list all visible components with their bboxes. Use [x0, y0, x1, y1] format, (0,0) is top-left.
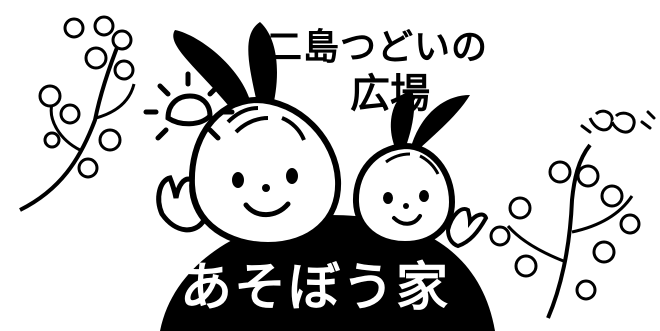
- big-character-eye-right: [286, 168, 298, 184]
- big-character-leaf-left: [173, 30, 252, 110]
- big-character-head: [188, 96, 342, 249]
- small-onion-character: [352, 90, 489, 249]
- flower-branch: [489, 143, 641, 319]
- small-character-eye-right: [419, 190, 429, 202]
- big-onion-character: [156, 22, 342, 249]
- sun-icon: [143, 71, 235, 141]
- big-character-mouth: [243, 201, 291, 218]
- small-character-eye-left: [383, 192, 393, 204]
- cherry-blossom-branch: [19, 15, 136, 212]
- big-character-hand: [156, 175, 208, 233]
- small-character-hand: [445, 207, 489, 249]
- small-character-leaf-right: [410, 95, 470, 154]
- title-line-2: 広場: [350, 71, 430, 117]
- big-character-eye-left: [232, 172, 244, 188]
- bottom-ruby-text: や: [394, 242, 412, 263]
- big-character-leaf-right: [248, 22, 277, 110]
- small-character-head: [352, 142, 456, 248]
- title-line-1: 二島つどいの: [266, 27, 489, 68]
- bottom-main-text: あそぼう家: [180, 258, 451, 318]
- small-character-mouth: [392, 214, 422, 226]
- butterfly-icon: [580, 109, 656, 134]
- small-character-leaf-left: [390, 90, 415, 152]
